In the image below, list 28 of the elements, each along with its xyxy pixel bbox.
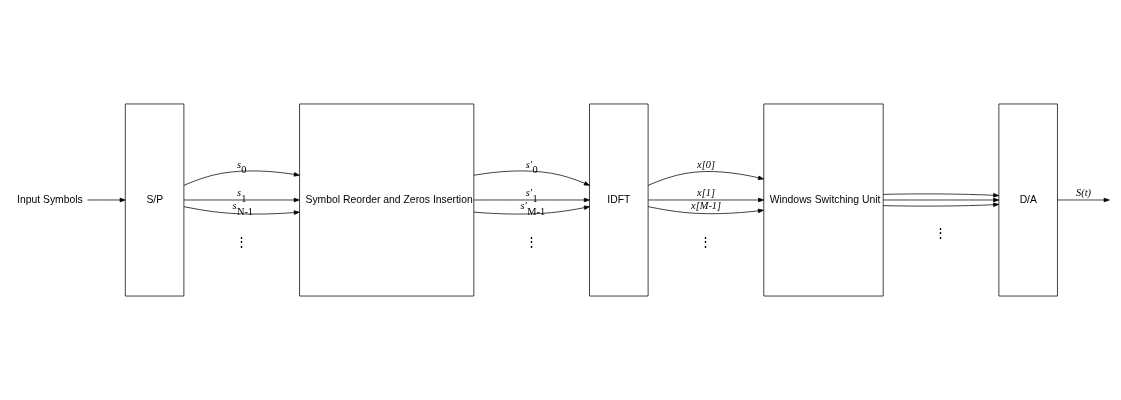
label: ⋮ — [698, 234, 712, 250]
edge-label: S(t) — [1076, 187, 1091, 199]
edge-label: x[M-1] — [691, 200, 722, 212]
node-box: Windows Switching Unit — [763, 103, 884, 297]
label: ⋮ — [234, 234, 248, 250]
node-box: S/P — [124, 103, 185, 297]
arrow — [473, 197, 590, 203]
node-box: IDFT — [589, 103, 649, 297]
label: ⋮ — [933, 224, 947, 240]
node-box: Symbol Reorder and Zeros Insertion — [299, 103, 475, 297]
label: ⋮ — [524, 234, 538, 250]
node-box: D/A — [998, 103, 1058, 297]
node-text: Input Symbols — [17, 193, 83, 205]
arrow — [473, 170, 590, 186]
arrow — [647, 206, 764, 215]
arrow — [882, 193, 1000, 198]
arrow — [882, 202, 1000, 207]
arrow — [647, 171, 764, 186]
arrow — [183, 170, 300, 186]
edge-label: x[0] — [697, 159, 715, 171]
arrow — [183, 206, 300, 215]
arrow — [882, 197, 1000, 203]
edge-label: x[1] — [697, 187, 715, 199]
arrow — [473, 205, 590, 215]
arrow — [1057, 197, 1110, 203]
arrow — [647, 197, 765, 203]
arrow — [183, 197, 300, 203]
arrow — [87, 197, 126, 203]
